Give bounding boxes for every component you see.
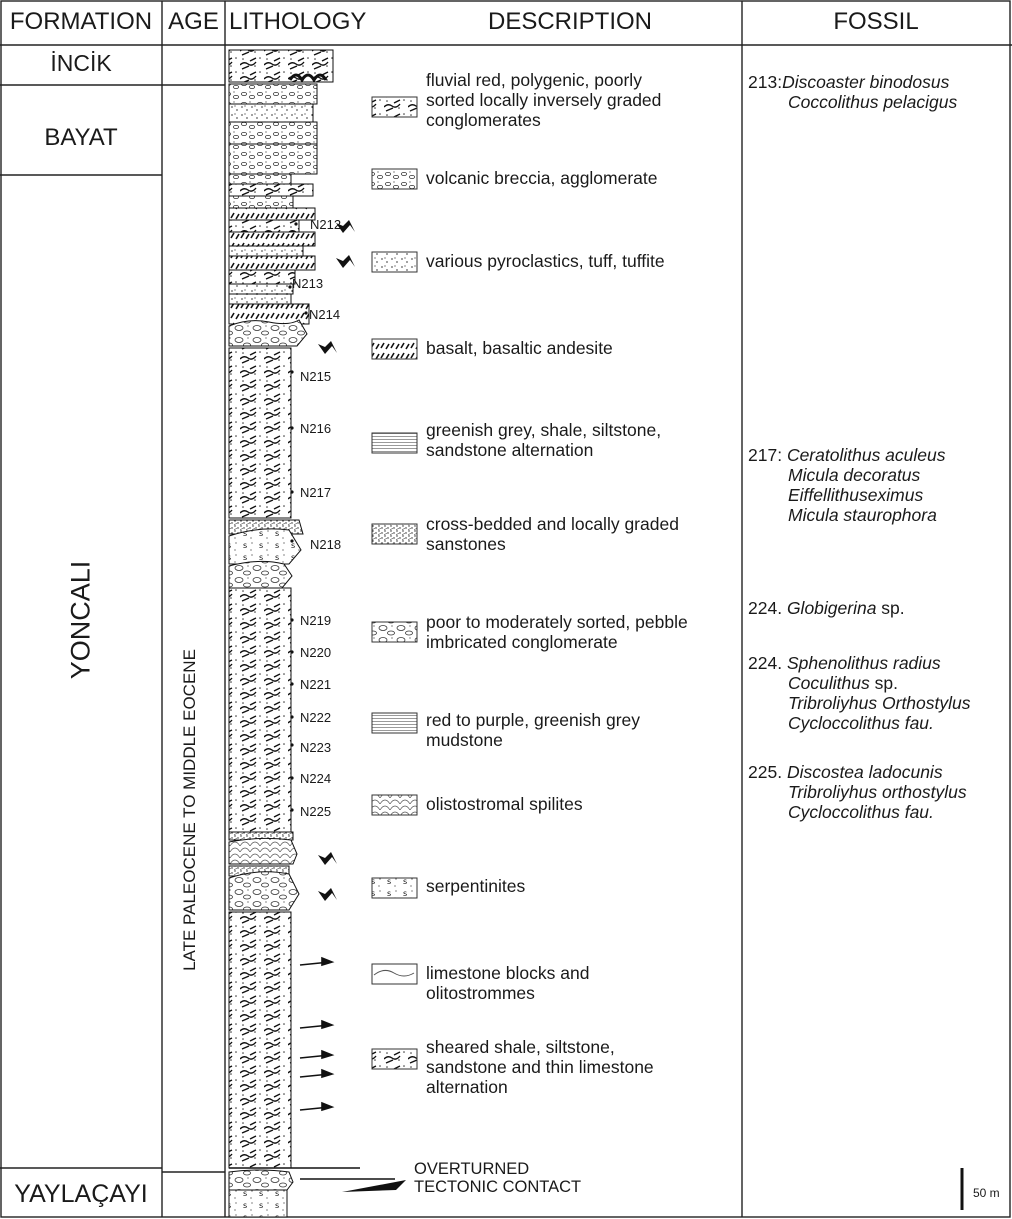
sample-label: N216 bbox=[300, 421, 332, 436]
sample-label: N219 bbox=[300, 613, 332, 628]
thrust-arrows bbox=[299, 956, 335, 1112]
sample-label: N222 bbox=[300, 710, 332, 725]
formation-incik: İNCİK bbox=[50, 50, 112, 76]
fossil-225: 225. Discostea ladocunis Tribroliyhus or… bbox=[748, 762, 967, 822]
sample-label: N221 bbox=[300, 677, 332, 692]
fossil-213: 213:Discoaster binodosus Coccolithus pel… bbox=[748, 72, 958, 112]
header-formation: FORMATION bbox=[9, 8, 153, 35]
scale-label: 50 m bbox=[973, 1186, 1000, 1200]
legend-pyroclastics: various pyroclastics, tuff, tuffite bbox=[426, 251, 665, 271]
sample-label: N224 bbox=[300, 771, 332, 786]
legend-swatches bbox=[371, 96, 418, 1070]
legend-serpentinite: serpentinites bbox=[426, 876, 526, 896]
sample-label: N220 bbox=[300, 645, 332, 660]
sample-label: N225 bbox=[300, 804, 332, 819]
formation-bayat: BAYAT bbox=[44, 124, 118, 151]
tectonic-contact-symbol bbox=[300, 1178, 406, 1192]
fossil-224-sphenolithus: 224. Sphenolithus radius Coculithus sp. … bbox=[748, 653, 971, 733]
legend-shale-siltstone: greenish grey, shale, siltstone,sandston… bbox=[426, 420, 662, 460]
shell-symbols bbox=[318, 220, 355, 901]
legend-basalt: basalt, basaltic andesite bbox=[426, 338, 613, 358]
formation-yaylacayi: YAYLAÇAYI bbox=[14, 1180, 148, 1208]
legend-spilites: olistostromal spilites bbox=[426, 794, 583, 814]
legend-sheared-shale: sheared shale, siltstone,sandstone and t… bbox=[426, 1037, 654, 1097]
sample-label: N213 bbox=[292, 276, 324, 291]
lithology-column bbox=[228, 49, 360, 1218]
sample-label: N212 bbox=[310, 217, 342, 232]
sample-label: N214 bbox=[309, 307, 341, 322]
legend-volcanic-breccia: volcanic breccia, agglomerate bbox=[426, 168, 658, 188]
sample-label: N223 bbox=[300, 740, 332, 755]
sample-ticks bbox=[288, 222, 308, 812]
header-lithology: LITHOLOGY bbox=[229, 8, 367, 35]
sample-label: N215 bbox=[300, 369, 332, 384]
header-fossil: FOSSIL bbox=[833, 8, 919, 35]
header-age: AGE bbox=[168, 8, 219, 35]
sample-label: N217 bbox=[300, 485, 332, 500]
fossil-217: 217: Ceratolithus aculeus Micula decorat… bbox=[748, 445, 946, 525]
fossil-224-globigerina: 224. Globigerina sp. bbox=[748, 598, 905, 618]
sample-label: N218 bbox=[310, 537, 342, 552]
header-description: DESCRIPTION bbox=[487, 8, 652, 35]
